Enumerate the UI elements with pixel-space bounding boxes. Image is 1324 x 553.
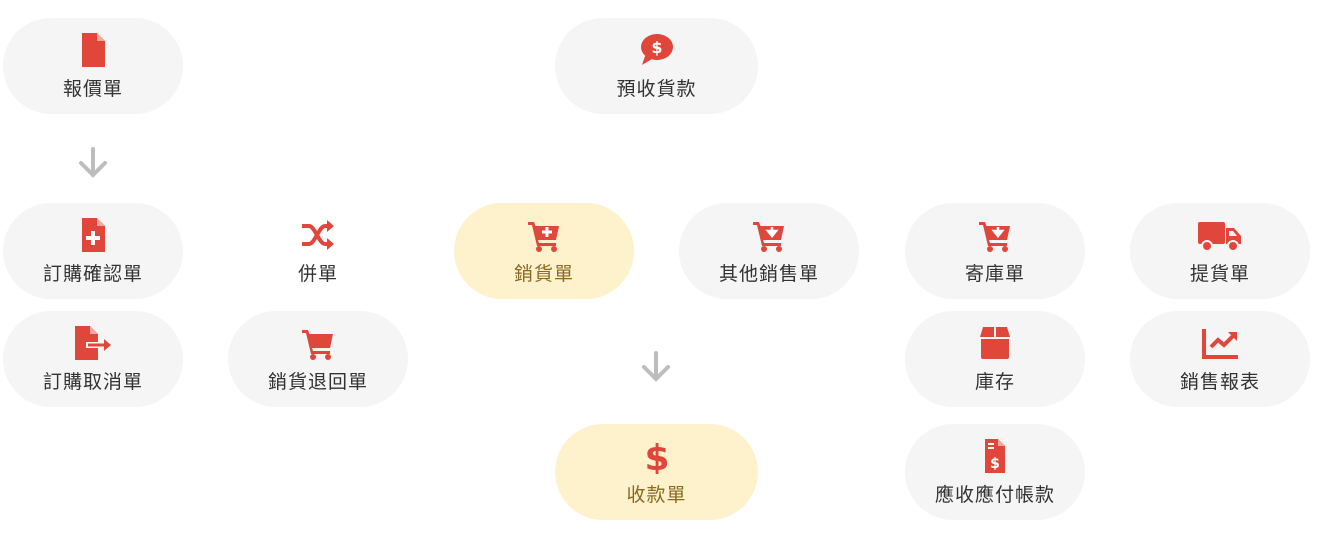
box-icon (980, 326, 1010, 359)
file-icon (82, 32, 105, 67)
node-order-confirm[interactable]: 訂購確認單 (3, 203, 183, 299)
svg-text:$: $ (644, 438, 669, 474)
cart-download-icon (979, 221, 1010, 252)
node-receipt[interactable]: $ 收款單 (555, 424, 758, 520)
node-delivery[interactable]: 提貨單 (1130, 203, 1310, 299)
cart-download-icon (753, 221, 784, 252)
node-label: 收款單 (626, 483, 687, 506)
node-label: 銷售報表 (1179, 370, 1260, 393)
svg-text:$: $ (651, 38, 662, 57)
node-order-cancel[interactable]: 訂購取消單 (3, 311, 183, 407)
dollar-icon: $ (644, 438, 669, 474)
shuffle-icon (302, 219, 334, 250)
node-consignment[interactable]: 寄庫單 (905, 203, 1085, 299)
node-label: 提貨單 (1189, 262, 1250, 285)
cart-plus-icon (528, 221, 559, 252)
node-sales[interactable]: 銷貨單 (454, 203, 634, 299)
node-sales-report[interactable]: 銷售報表 (1130, 311, 1310, 407)
node-label: 銷貨單 (513, 262, 574, 285)
cart-icon (302, 329, 333, 360)
chart-line-icon (1202, 328, 1238, 359)
node-merge[interactable]: 併單 (228, 203, 408, 299)
file-invoice-dollar-icon: $ (985, 438, 1005, 473)
node-quotation[interactable]: 報價單 (3, 18, 183, 114)
node-label: 併單 (297, 262, 338, 285)
node-label: 報價單 (62, 77, 123, 100)
node-other-sales[interactable]: 其他銷售單 (679, 203, 859, 299)
node-label: 訂購確認單 (42, 262, 143, 285)
node-label: 其他銷售單 (718, 262, 819, 285)
node-label: 預收貨款 (616, 77, 697, 100)
file-export-icon (75, 325, 111, 360)
node-label: 訂購取消單 (42, 370, 143, 393)
arrow-down-icon (79, 147, 107, 178)
node-inventory[interactable]: 庫存 (905, 311, 1085, 407)
truck-icon (1198, 221, 1241, 252)
svg-text:$: $ (990, 456, 1000, 472)
node-label: 庫存 (974, 370, 1015, 393)
file-plus-icon (82, 217, 105, 252)
node-label: 銷貨退回單 (267, 370, 368, 393)
dollar-chat-icon: $ (640, 33, 673, 65)
arrow-down-icon (642, 351, 670, 382)
node-label: 應收應付帳款 (934, 483, 1055, 506)
node-label: 寄庫單 (964, 262, 1025, 285)
node-ar-ap[interactable]: $ 應收應付帳款 (905, 424, 1085, 520)
node-prepayment[interactable]: $ 預收貨款 (555, 18, 758, 114)
node-sales-return[interactable]: 銷貨退回單 (228, 311, 408, 407)
